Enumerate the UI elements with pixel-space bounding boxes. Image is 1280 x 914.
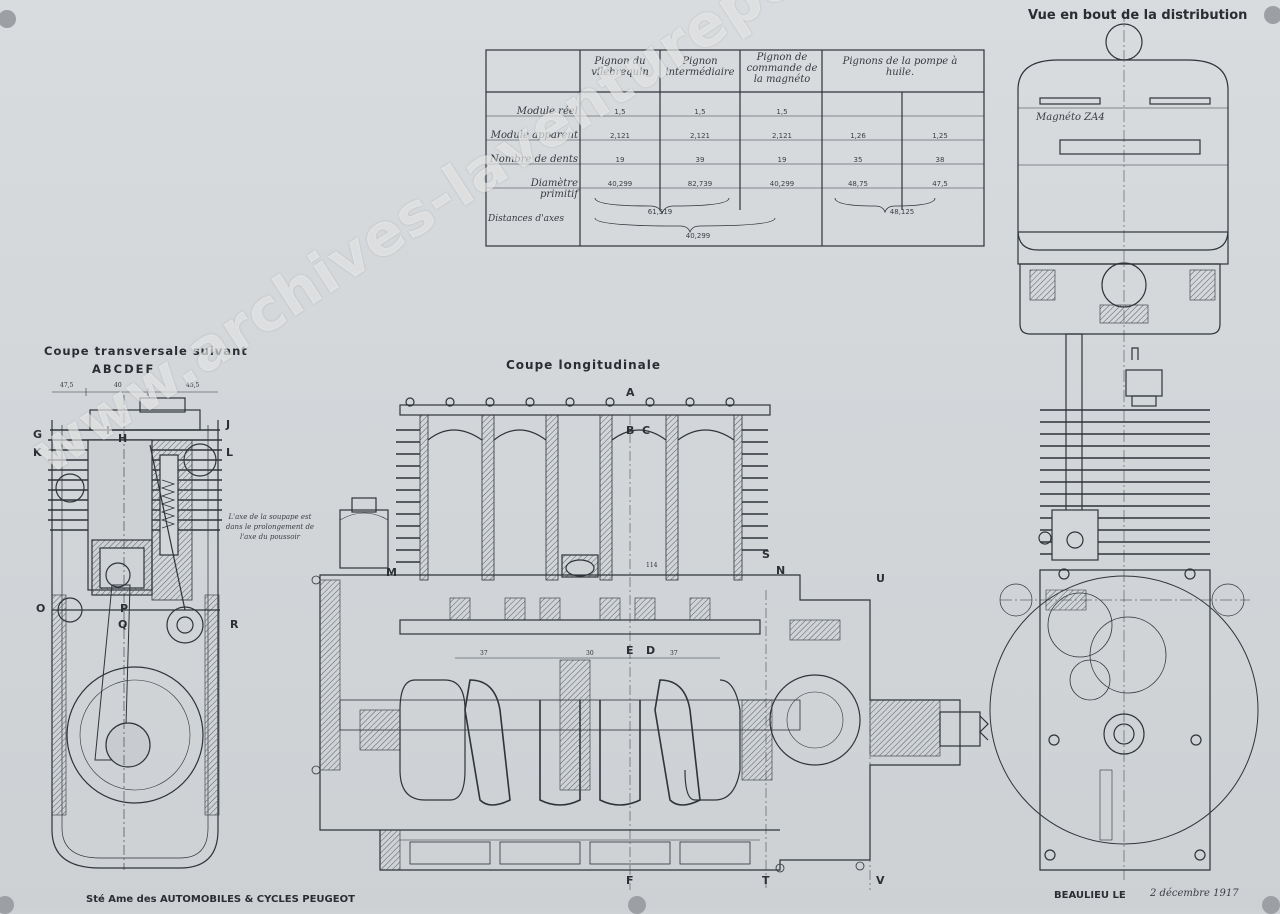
corner-pin-bottom-middle (628, 896, 646, 914)
longitudinal-title: Coupe longitudinale (506, 358, 661, 372)
table-header-magneto-pinion: Pignon de commande de la magnéto (746, 52, 818, 85)
table-cell: 40,299 (685, 232, 711, 240)
section-letter: S (762, 548, 770, 561)
longitudinal-section (311, 397, 989, 890)
gear-table-grid (485, 49, 985, 247)
corner-pin-bottom-left (0, 896, 14, 914)
drawing-date: 2 décembre 1917 (1150, 888, 1239, 899)
section-letter: B (626, 424, 635, 437)
company-footer: Sté Ame des AUTOMOBILES & CYCLES PEUGEOT (86, 894, 355, 905)
section-letter: T (762, 874, 770, 887)
transverse-section (48, 388, 222, 870)
section-letter: D (646, 644, 656, 657)
section-letter: K (33, 446, 42, 459)
table-cell: 38 (935, 156, 945, 164)
section-letter: Q (118, 618, 128, 631)
corner-pin-bottom-right (1262, 896, 1280, 914)
section-letter: I (106, 424, 111, 437)
dimension-label: 47,5 (60, 382, 74, 389)
section-letter: H (118, 432, 128, 445)
dimension-label: 40 (114, 382, 122, 389)
section-letter: O (36, 602, 46, 615)
table-row-label: Module réel (516, 106, 578, 117)
table-row-label: Nombre de dents (490, 154, 578, 165)
dimension-label: 114 (646, 562, 658, 569)
table-cell: 1,5 (614, 108, 626, 116)
table-cell: 61,519 (647, 208, 673, 216)
table-row-label: Distances d'axes (488, 214, 564, 224)
dimension-label: 37 (670, 650, 678, 657)
dimension-label: 45,5 (186, 382, 200, 389)
table-cell: 1,5 (694, 108, 706, 116)
section-letter: G (33, 428, 43, 441)
dimension-label: 30 (586, 650, 594, 657)
table-cell: 1,5 (776, 108, 788, 116)
dimension-label: 37 (480, 650, 488, 657)
transverse-title-line2: ABCDEF (92, 362, 156, 376)
table-cell: 1,26 (850, 132, 866, 140)
section-letter: L (226, 446, 234, 459)
section-letter: P (120, 602, 129, 615)
magneto-label: Magnéto ZA4 (1036, 112, 1105, 123)
table-row-label: Diamètre primitif (530, 178, 578, 200)
table-cell: 39 (695, 156, 705, 164)
end-view-title: Vue en bout de la distribution (1028, 8, 1248, 23)
section-letter: M (386, 566, 397, 579)
table-cell: 48,125 (889, 208, 915, 216)
section-letter: R (230, 618, 239, 631)
corner-pin-top-left (0, 10, 16, 28)
table-header-oil-pump-pinions: Pignons de la pompe à huile. (842, 56, 958, 78)
transverse-title-line1: Coupe transversale suivant (44, 344, 248, 358)
table-cell: 40,299 (607, 180, 633, 188)
section-letter: E (626, 644, 634, 657)
section-letter: U (876, 572, 885, 585)
table-row-label: Module apparent (490, 130, 578, 141)
table-cell: 40,299 (769, 180, 795, 188)
table-cell: 19 (615, 156, 625, 164)
valve-axis-note: L'axe de la soupape est dans le prolonge… (225, 513, 315, 541)
table-cell: 2,121 (609, 132, 631, 140)
section-letter: V (876, 874, 885, 887)
section-letter: A (626, 386, 635, 399)
table-cell: 2,121 (771, 132, 793, 140)
section-letter: J (226, 418, 231, 431)
table-cell: 2,121 (689, 132, 711, 140)
table-header-intermediate-pinion: Pignon intermédiaire (665, 56, 735, 78)
table-cell: 47,5 (932, 180, 948, 188)
corner-pin-top-right (1264, 6, 1280, 24)
table-cell: 48,75 (847, 180, 869, 188)
section-letter: C (642, 424, 651, 437)
table-cell: 1,25 (932, 132, 948, 140)
table-cell: 82,739 (687, 180, 713, 188)
end-view (989, 10, 1259, 880)
place-date-label: BEAULIEU LE (1054, 890, 1126, 901)
table-cell: 19 (777, 156, 787, 164)
table-header-crankshaft-pinion: Pignon du vilebrequin (591, 56, 649, 78)
section-letter: N (776, 564, 786, 577)
table-cell: 35 (853, 156, 863, 164)
section-letter: F (626, 874, 634, 887)
